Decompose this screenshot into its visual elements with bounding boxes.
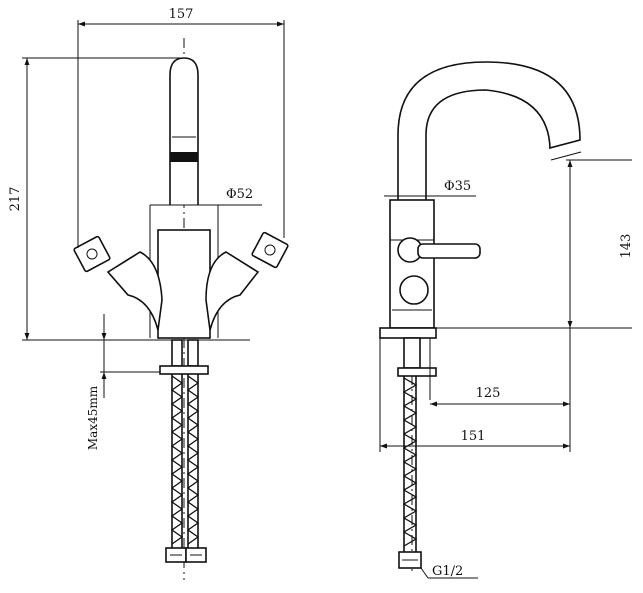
deck-thickness-label: Max45mm xyxy=(86,385,100,450)
front-body-diameter: Φ52 xyxy=(226,187,253,202)
side-body-diameter: Φ35 xyxy=(444,179,471,194)
side-view: 143 Φ35 125 151 G1/2 xyxy=(379,61,634,579)
front-height-dimension: 217 xyxy=(8,187,23,212)
front-width-dimension: 157 xyxy=(169,7,194,22)
spout-height-dimension: 143 xyxy=(619,234,634,259)
overall-reach-dimension: 151 xyxy=(461,429,486,444)
thread-size-label: G1/2 xyxy=(432,564,463,579)
front-view: 157 217 Φ52 Max45mm xyxy=(8,7,289,580)
spout-reach-dimension: 125 xyxy=(476,386,501,401)
